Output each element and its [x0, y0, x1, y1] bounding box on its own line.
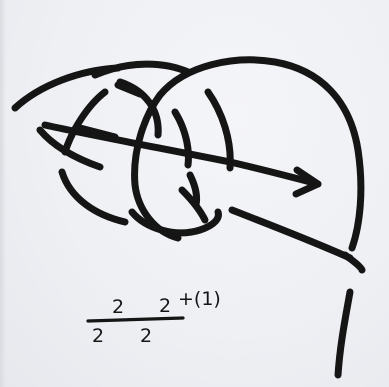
- bottom-strand: [228, 206, 354, 262]
- center-dash: [186, 171, 201, 209]
- back-arc-top: [91, 60, 192, 79]
- formula: 2 2 2 2 +(1): [92, 288, 221, 347]
- middle-loop-right: [116, 78, 162, 139]
- denominator-right: 2: [140, 325, 152, 347]
- numerator-right: 2: [159, 295, 171, 317]
- numerator-left: 2: [112, 296, 124, 318]
- formula-suffix: +(1): [178, 288, 221, 310]
- fraction-bar: [86, 316, 185, 323]
- paper-edge-shadow: [0, 0, 6, 387]
- denominator-left: 2: [92, 325, 104, 347]
- center-vertical-arc: [171, 108, 192, 169]
- arrow-head: [292, 166, 322, 198]
- middle-loop-left: [61, 88, 109, 156]
- left-lower-loop: [58, 168, 129, 226]
- dash-middle-2: [114, 81, 144, 98]
- center-lower-loop: [128, 208, 222, 237]
- arrow-shaft: [41, 121, 322, 188]
- vertical-strand: [334, 288, 354, 379]
- bottom-strand-end: [341, 251, 366, 274]
- dome-strand: [156, 56, 365, 252]
- arrow-lower-return: [36, 126, 104, 171]
